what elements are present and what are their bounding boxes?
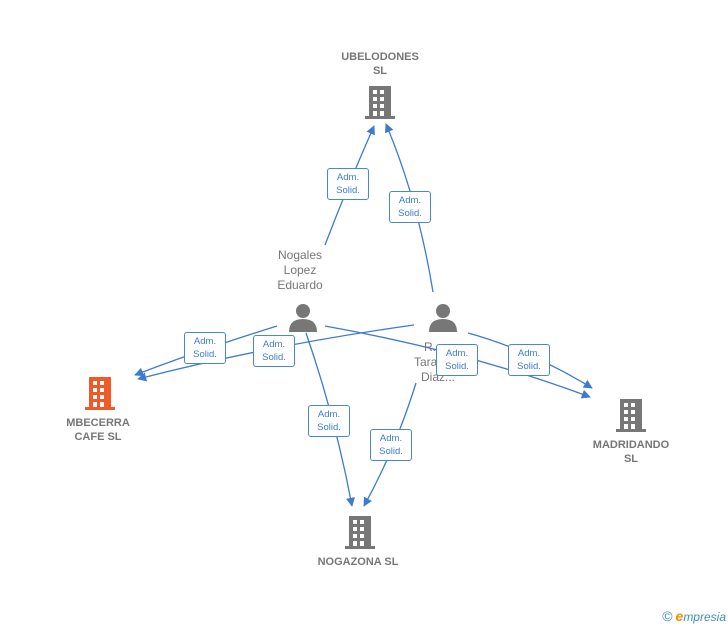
relation-line: Adm. (398, 195, 422, 206)
edge-label-nogales-nogazona[interactable]: Adm. Solid. (308, 405, 350, 437)
company-name-line: NOGAZONA SL (317, 556, 399, 568)
relation-line: Adm. (193, 336, 217, 347)
edge-label-second-nogazona[interactable]: Adm. Solid. (370, 429, 412, 461)
relation-line: Adm. (379, 433, 403, 444)
building-icon[interactable] (616, 399, 646, 432)
brand-logo: ©empresia (662, 608, 726, 624)
building-icon[interactable] (85, 377, 115, 410)
person-icon[interactable] (429, 304, 457, 332)
relation-line: Adm. (262, 339, 286, 350)
brand-name: mpresia (683, 610, 726, 624)
company-label-ubelodones[interactable]: UBELODONES SL (330, 50, 430, 78)
company-name-line: MBECERRA (66, 417, 130, 429)
company-name-line: MADRIDANDO (592, 439, 670, 451)
building-icon[interactable] (345, 516, 375, 549)
brand-initial: e (675, 608, 684, 624)
relation-line: Solid. (262, 352, 286, 363)
person-name-line: Lopez (283, 263, 317, 277)
relation-line: Solid. (336, 185, 360, 196)
company-label-nogazona[interactable]: NOGAZONA SL (300, 555, 416, 569)
company-name-line: CAFE SL (74, 431, 122, 443)
relation-line: Solid. (398, 208, 422, 219)
relation-line: Solid. (445, 361, 469, 372)
relation-line: Adm. (445, 348, 469, 359)
person-name-line: Nogales (277, 248, 323, 262)
building-icon[interactable] (365, 86, 395, 119)
relation-line: Solid. (317, 422, 341, 433)
edge-label-second-ubelodones[interactable]: Adm. Solid. (389, 191, 431, 223)
company-name-line: SL (372, 65, 388, 77)
edge-label-second-mbecerra[interactable]: Adm. Solid. (253, 335, 295, 367)
edge-label-nogales-ubelodones[interactable]: Adm. Solid. (327, 168, 369, 200)
company-label-madridando[interactable]: MADRIDANDO SL (580, 438, 682, 466)
relation-line: Solid. (193, 349, 217, 360)
relation-line: Adm. (336, 172, 360, 183)
company-name-line: UBELODONES (341, 51, 419, 63)
relation-line: Adm. (317, 409, 341, 420)
copyright-symbol: © (662, 608, 673, 624)
company-name-line: SL (623, 453, 639, 465)
person-icon[interactable] (289, 304, 317, 332)
person-label-nogales[interactable]: Nogales Lopez Eduardo (250, 248, 350, 293)
edge-label-second-madridando[interactable]: Adm. Solid. (508, 344, 550, 376)
relation-line: Solid. (517, 361, 541, 372)
relation-line: Solid. (379, 446, 403, 457)
relation-line: Adm. (517, 348, 541, 359)
company-label-mbecerra[interactable]: MBECERRA CAFE SL (48, 416, 148, 444)
edge-label-nogales-madridando[interactable]: Adm. Solid. (436, 344, 478, 376)
person-name-line: Eduardo (277, 278, 323, 292)
edge-label-nogales-mbecerra[interactable]: Adm. Solid. (184, 332, 226, 364)
